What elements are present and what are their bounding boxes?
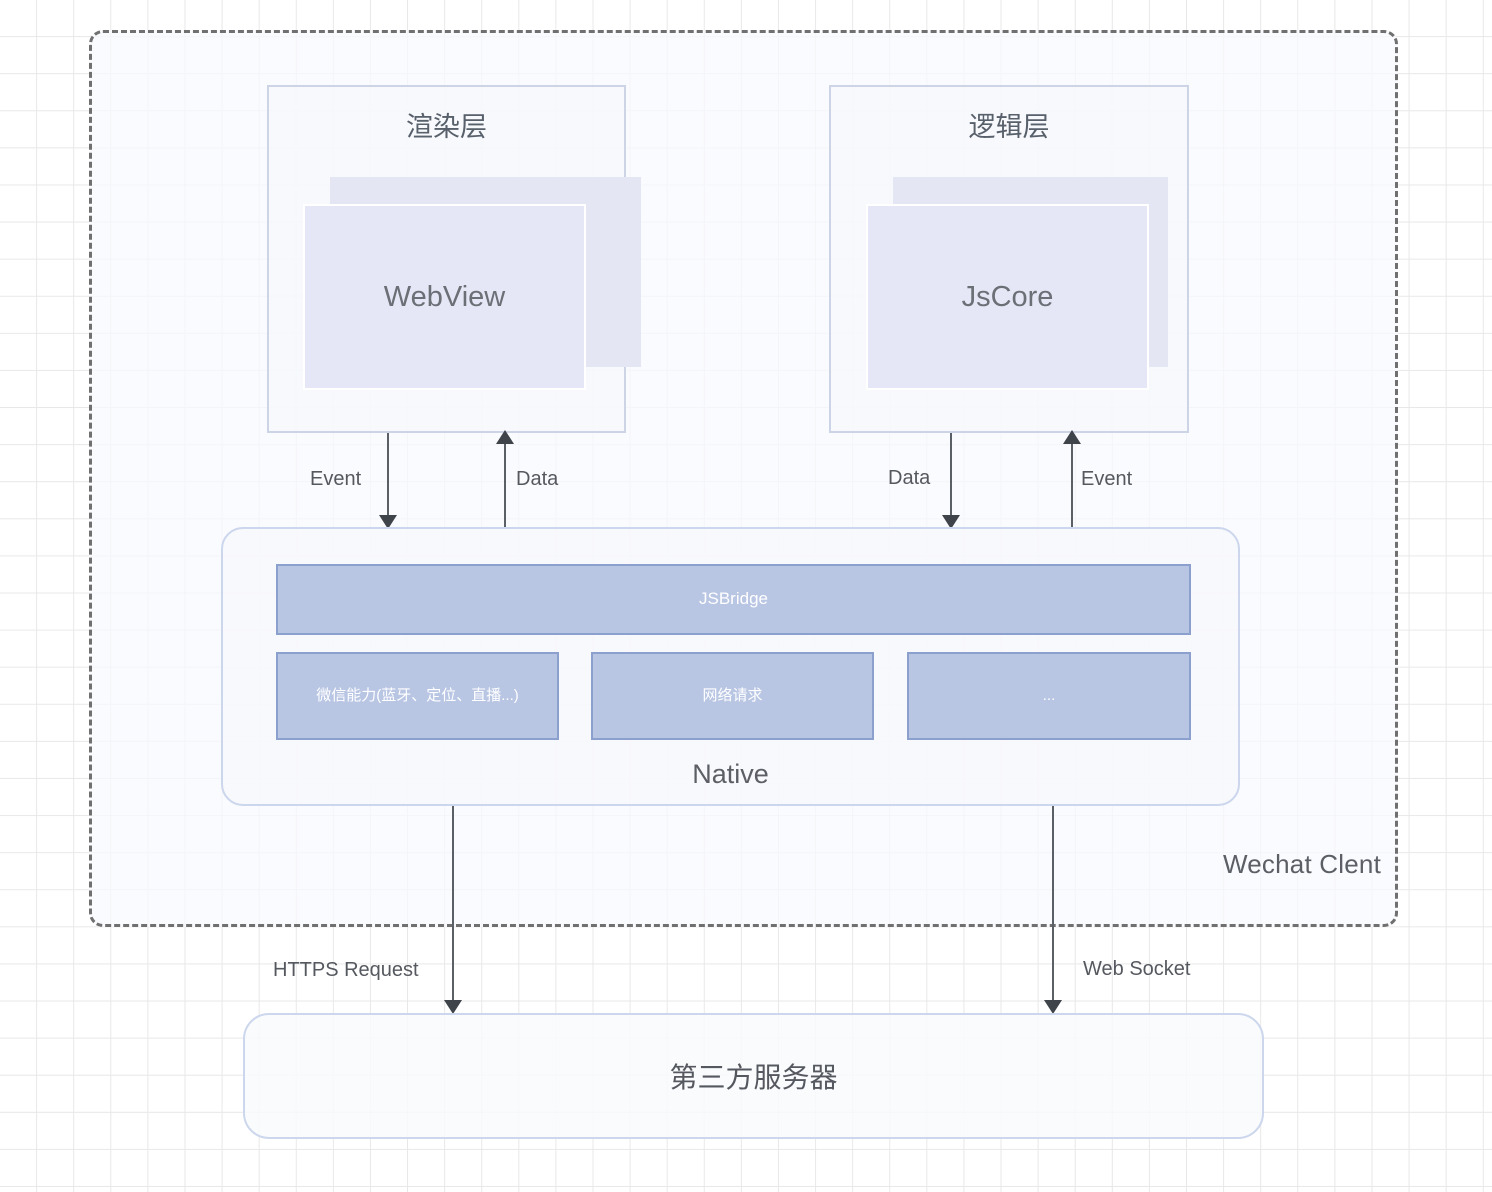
websocket-arrow-head [1044,1000,1062,1014]
logic-event-arrow-head [1063,430,1081,444]
jsbridge-label: JSBridge [699,589,768,609]
render-event-label: Event [310,468,362,490]
native-capability-wechat-label: 微信能力(蓝牙、定位、直播...) [316,686,519,704]
native-capability-network-label: 网络请求 [702,686,763,704]
https-arrow-head [444,1000,462,1014]
jscore-card[interactable]: JsCore [866,204,1149,390]
native-label: Native [692,759,769,789]
logic-data-arrow-line [950,433,952,518]
native-container: JSBridge 微信能力(蓝牙、定位、直播...) 网络请求 ... Nati… [221,527,1240,806]
jscore-card-label: JsCore [961,280,1054,313]
websocket-arrow-line [1052,806,1054,1003]
render-event-arrow-head [379,515,397,529]
wechat-client-label: Wechat Clent [1223,849,1381,879]
logic-event-label: Event [1081,468,1133,490]
third-party-server-box[interactable]: 第三方服务器 [243,1013,1264,1139]
https-arrow-line [452,806,454,1003]
render-data-arrow-line [504,444,506,528]
websocket-label: Web Socket [1083,958,1191,980]
logic-data-arrow-head [942,515,960,529]
render-layer-title: 渲染层 [406,112,487,142]
third-party-server-label: 第三方服务器 [669,1062,838,1093]
render-data-label: Data [516,468,559,490]
render-data-arrow-head [496,430,514,444]
logic-layer-title: 逻辑层 [968,112,1050,142]
webview-card-label: WebView [383,280,506,313]
native-capability-more-label: ... [1042,686,1056,704]
native-capability-network[interactable]: 网络请求 [591,652,874,740]
https-request-label: HTTPS Request [273,959,419,981]
logic-data-label: Data [888,467,931,489]
logic-event-arrow-line [1071,444,1073,528]
native-capability-wechat[interactable]: 微信能力(蓝牙、定位、直播...) [276,652,559,740]
jsbridge-box[interactable]: JSBridge [276,564,1191,635]
native-capability-more[interactable]: ... [907,652,1191,740]
webview-card[interactable]: WebView [303,204,586,390]
render-event-arrow-line [387,433,389,518]
